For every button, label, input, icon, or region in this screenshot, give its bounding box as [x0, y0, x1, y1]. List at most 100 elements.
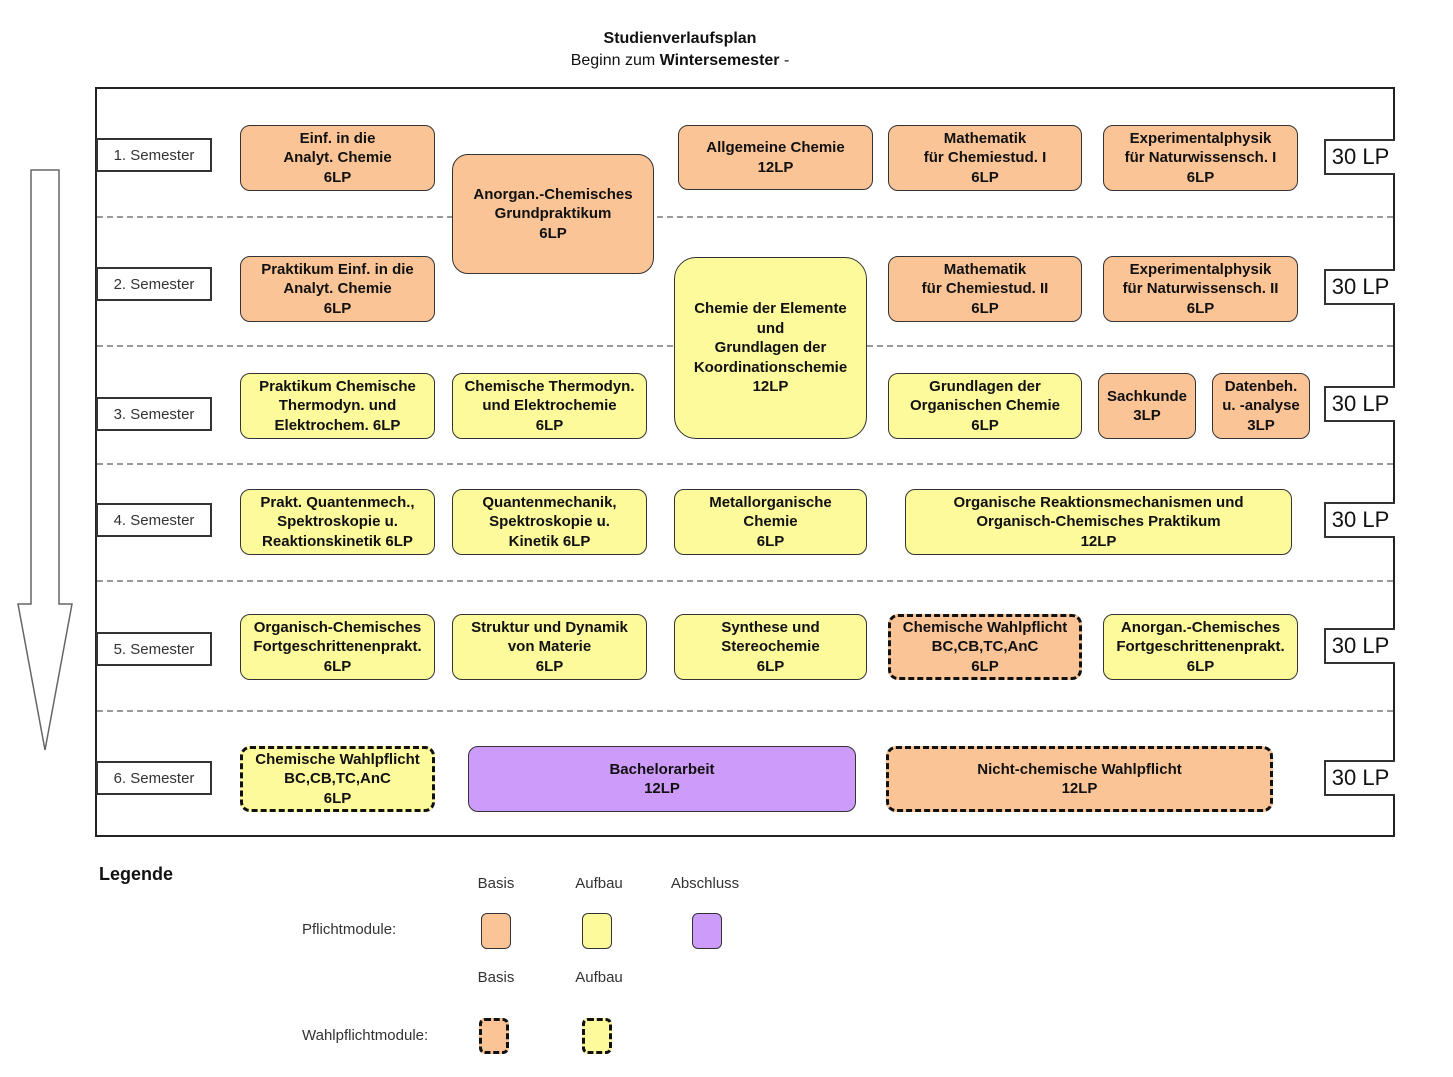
- module-text-line: und Elektrochemie: [482, 397, 617, 415]
- semester-credits-5: 30 LP: [1324, 628, 1395, 664]
- module-text-line: Elektrochem. 6LP: [274, 416, 401, 434]
- module-text-line: Synthese und: [721, 618, 820, 636]
- module-text-line: 6LP: [535, 657, 564, 675]
- semester-label-6: 6. Semester: [96, 761, 212, 795]
- legend-header-aufbau: Aufbau: [575, 875, 623, 892]
- module-text-line: Anorgan.-Chemisches: [473, 185, 633, 203]
- module-text-line: 6LP: [971, 299, 999, 317]
- down-arrow-icon: [17, 169, 73, 751]
- module-text-line: Praktikum Einf. in die: [261, 260, 414, 278]
- module-text-line: Kinetik 6LP: [508, 532, 591, 550]
- legend-row-pflicht: Pflichtmodule:: [302, 921, 397, 938]
- semester-credits-4: 30 LP: [1324, 502, 1395, 538]
- module-text-line: BC,CB,TC,AnC: [931, 638, 1039, 656]
- module-text-line: 6LP: [756, 532, 785, 550]
- legend-swatch-aufbau: [582, 913, 612, 949]
- module-text-line: 6LP: [535, 416, 564, 434]
- module-text-line: 6LP: [756, 657, 785, 675]
- module-text-line: Organisch-Chemisches: [253, 618, 422, 636]
- module-text-line: 6LP: [971, 416, 999, 434]
- module-text-line: Prakt. Quantenmech.,: [260, 493, 415, 511]
- module-box: Prakt. Quantenmech., Spektroskopie u.Reak…: [240, 489, 435, 555]
- module-text-line: 3LP: [1133, 407, 1161, 424]
- module-text-line: 12LP: [644, 780, 680, 797]
- module-text-line: für Naturwissensch. I: [1124, 149, 1277, 167]
- diagram-subtitle: Beginn zum Wintersemester -: [570, 52, 790, 69]
- module-text-line: BC,CB,TC,AnC: [284, 770, 391, 788]
- module-text-line: Fortgeschrittenenprakt.: [1116, 638, 1285, 656]
- module-text-line: für Naturwissensch. II: [1122, 280, 1279, 298]
- module-text-line: Spektroskopie u.: [277, 513, 398, 531]
- module-text-line: 12LP: [1080, 532, 1117, 550]
- plan-frame: [95, 87, 1395, 837]
- module-text-line: Experimentalphysik: [1129, 129, 1272, 147]
- legend-header-basis-wahl: Basis: [477, 969, 515, 986]
- semester-label-5: 5. Semester: [96, 632, 212, 666]
- module-text-line: Organisch-Chemisches Praktikum: [976, 513, 1221, 531]
- legend-row-wahlpflicht: Wahlpflichtmodule:: [302, 1027, 429, 1044]
- semester-divider: [97, 710, 1393, 712]
- module-text-line: Koordinationschemie: [693, 358, 848, 376]
- module-text-line: 6LP: [323, 168, 352, 186]
- module-text-line: Nicht-chemische Wahlpflicht: [977, 760, 1182, 778]
- module-text-line: Praktikum Chemische: [259, 377, 416, 395]
- module-text-line: Grundpraktikum: [494, 205, 612, 223]
- module-text-line: Mathematik: [943, 129, 1027, 147]
- module-text-line: für Chemiestud. II: [921, 280, 1049, 298]
- semester-label-4: 4. Semester: [96, 503, 212, 537]
- legend-swatch-aufbau-wahl: [582, 1018, 612, 1054]
- module-text-line: Chemie der Elemente: [694, 300, 847, 318]
- module-text-line: 6LP: [1186, 657, 1215, 675]
- module-text-line: Chemische Wahlpflicht: [902, 618, 1068, 636]
- semester-divider: [97, 463, 1393, 465]
- semester-divider: [97, 216, 1393, 218]
- semester-credits-2: 30 LP: [1324, 269, 1395, 305]
- module-text-line: 6LP: [971, 168, 999, 186]
- module-text-line: u. -analyse: [1222, 397, 1300, 415]
- module-text-line: Grundlagen der: [929, 377, 1041, 395]
- module-text-line: 6LP: [971, 657, 999, 675]
- module-text-line: Analyt. Chemie: [283, 280, 392, 298]
- module-text-line: Anorgan.-Chemisches: [1120, 618, 1281, 636]
- module-text-line: Datenbeh.: [1224, 377, 1298, 395]
- legend-header-abschluss: Abschluss: [670, 875, 740, 892]
- module-text-line: 12LP: [757, 158, 794, 176]
- legend-swatch-abschluss: [692, 913, 722, 949]
- semester-label-1: 1. Semester: [96, 138, 212, 172]
- module-text-line: von Materie: [507, 638, 592, 656]
- semester-label-3: 3. Semester: [96, 397, 212, 431]
- legend-swatch-basis: [481, 913, 511, 949]
- module-text-line: Chemische Thermodyn.: [464, 377, 635, 395]
- diagram-title: Studienverlaufsplan: [603, 30, 757, 47]
- module-text-line: Analyt. Chemie: [283, 149, 392, 167]
- module-text-line: Reaktionskinetik 6LP: [262, 532, 413, 550]
- module-text-line: Chemie: [743, 513, 798, 531]
- legend-header-aufbau-wahl: Aufbau: [575, 969, 623, 986]
- module-text-line: Einf. in die: [299, 129, 376, 147]
- module-text-line: 3LP: [1247, 416, 1275, 434]
- module-text-line: 6LP: [323, 789, 352, 807]
- module-text-line: Struktur und Dynamik: [471, 618, 628, 636]
- semester-credits-1: 30 LP: [1324, 139, 1395, 175]
- module-text-line: Sachkunde: [1106, 387, 1188, 405]
- module-text-line: Mathematik: [943, 260, 1027, 278]
